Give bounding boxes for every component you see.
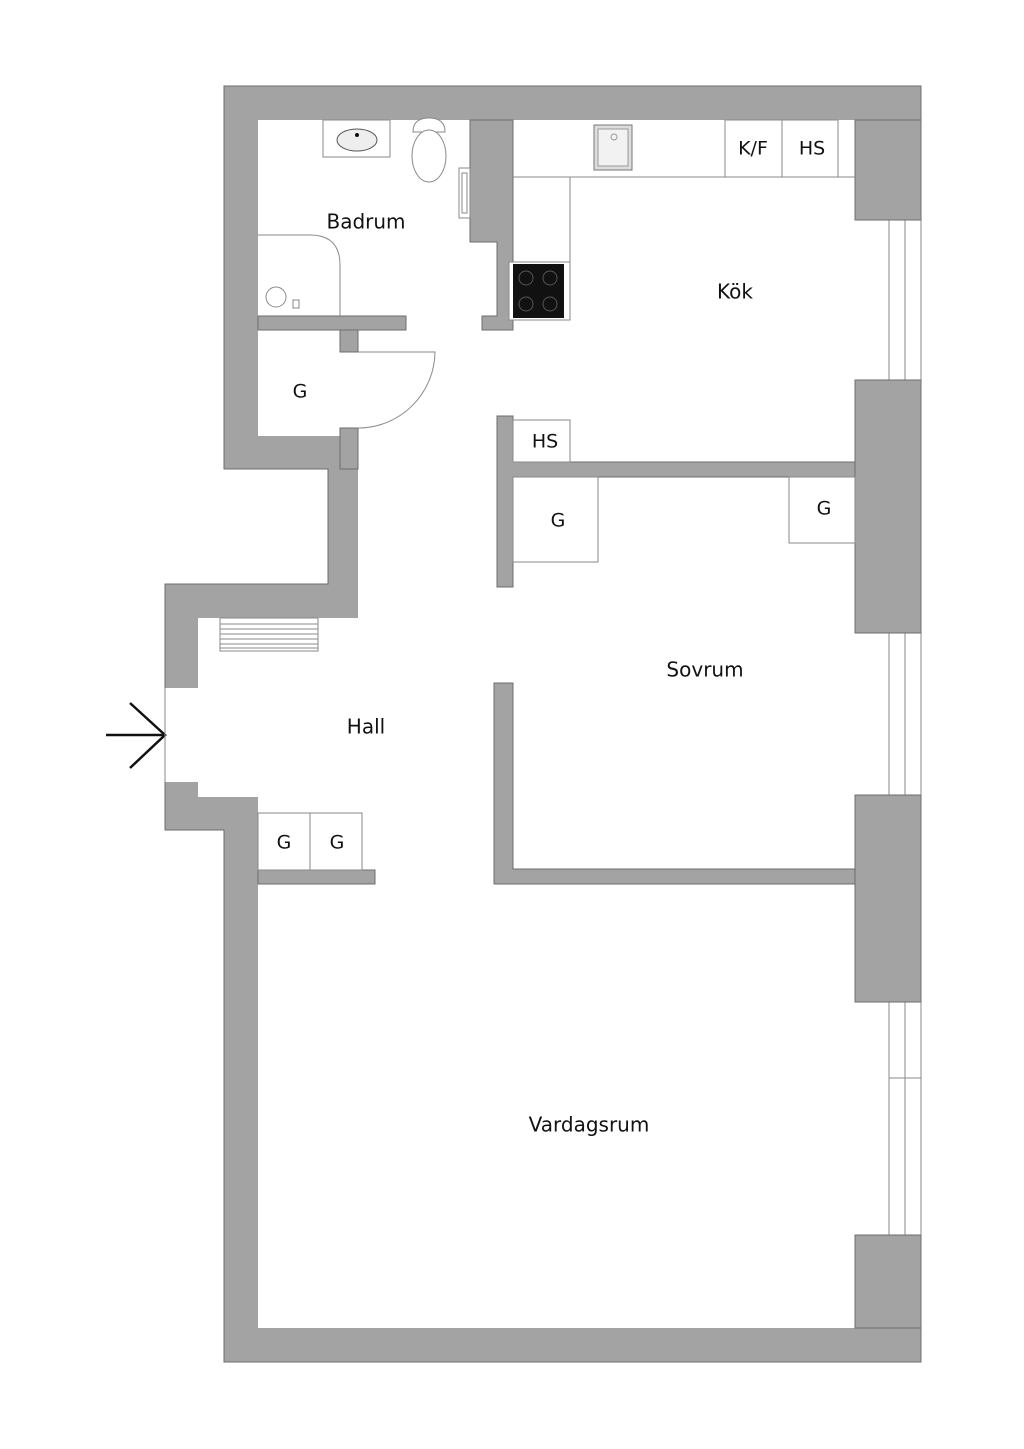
- label-g-hall-closet: G: [293, 381, 308, 403]
- stove-icon: [508, 261, 571, 321]
- room-label-vardagsrum: Vardagsrum: [529, 1113, 650, 1137]
- label-hs-kitchen: HS: [799, 138, 825, 160]
- wall-pier: [854, 794, 922, 1003]
- wall-pier: [854, 1234, 922, 1329]
- closet-floor: [258, 345, 358, 436]
- toilet-icon: [411, 117, 447, 183]
- window-kitchen: [855, 220, 922, 380]
- sink-icon: [322, 119, 391, 158]
- kitchen-sink-icon: [593, 124, 633, 171]
- label-g-sovrum-left: G: [551, 510, 566, 532]
- radiator-icon: [219, 617, 319, 652]
- window-sovrum: [855, 633, 922, 795]
- towel-radiator-icon: [458, 167, 471, 219]
- fridge-freezer-box: [724, 119, 783, 178]
- shower-icon: [258, 234, 341, 316]
- label-g-entry-1: G: [277, 832, 292, 854]
- wall-pier: [854, 379, 922, 634]
- room-label-sovrum: Sovrum: [666, 658, 743, 682]
- entrance-arrow-icon: [106, 702, 167, 769]
- closet-box: [309, 812, 363, 871]
- label-g-sovrum-right: G: [817, 498, 832, 520]
- wall-pier: [854, 119, 922, 221]
- closet-box: [257, 812, 311, 871]
- window-vardagsrum: [855, 1002, 922, 1235]
- label-g-entry-2: G: [330, 832, 345, 854]
- closet-box: [788, 476, 856, 544]
- room-label-kok: Kök: [717, 280, 753, 304]
- kitchen-counter: [513, 119, 855, 320]
- room-label-badrum: Badrum: [326, 210, 405, 234]
- label-kf: K/F: [738, 138, 768, 160]
- hs-box: [512, 419, 571, 463]
- label-hs-hall: HS: [532, 431, 558, 453]
- room-label-hall: Hall: [347, 715, 385, 739]
- closet-box: [512, 476, 599, 563]
- door-swing-icon: [357, 351, 436, 429]
